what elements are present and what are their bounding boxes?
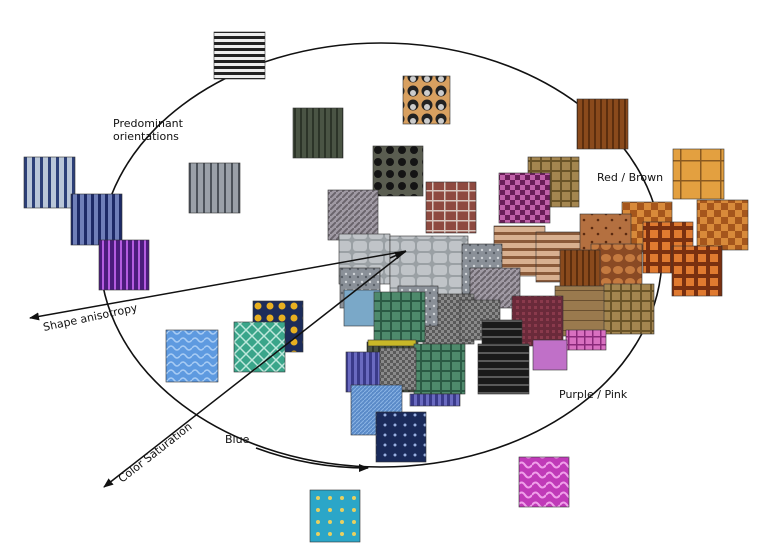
- texture-tile-orange-grid: [671, 245, 723, 297]
- texture-tile-green-check: [373, 291, 426, 343]
- texture-tile-cyan-dots: [309, 489, 361, 543]
- label-color-saturation: Color Saturation: [116, 420, 195, 485]
- texture-tile-orange-basket-2: [696, 199, 749, 251]
- texture-tile-brick: [425, 181, 477, 234]
- texture-tile-dark-green-stripes: [292, 107, 344, 159]
- texture-tile-purple-stripes: [98, 239, 150, 291]
- texture-tile-yellow-strip: [367, 339, 417, 347]
- texture-tile-pink-grid: [565, 329, 607, 351]
- texture-tile-brown-stripes: [576, 98, 629, 150]
- texture-tile-green-stripes: [413, 343, 466, 395]
- texture-tile-magenta-wave: [518, 456, 570, 508]
- texture-tile-blue-water: [165, 329, 219, 383]
- texture-tile-tan-grid: [554, 285, 606, 337]
- shape-anisotropy-arrow: [29, 250, 407, 321]
- texture-tile-circles-pattern: [402, 75, 451, 125]
- texture-tile-brown-stripes-2: [559, 249, 601, 291]
- label-shape-anisotropy: Shape anisotropy: [42, 301, 139, 334]
- texture-tile-navy-stripes: [70, 193, 123, 246]
- color-saturation-arrow: [103, 250, 407, 488]
- texture-tile-pink-knit: [532, 339, 568, 371]
- texture-tile-purple-knit: [409, 393, 461, 407]
- texture-tile-teal-weave: [233, 321, 286, 373]
- label-predominant-orientations-line2: orientations: [113, 130, 179, 143]
- texture-tile-gray-stripes: [188, 162, 241, 214]
- texture-tile-horizontal-stripes: [213, 31, 266, 80]
- texture-tile-gray-knit: [379, 347, 417, 391]
- label-red-brown: Red / Brown: [597, 171, 663, 184]
- texture-tile-pink-weave: [498, 172, 551, 224]
- texture-tile-dark-dots: [372, 145, 424, 197]
- label-blue: Blue: [225, 433, 250, 446]
- ellipse-direction-arrow: [255, 447, 369, 472]
- texture-tile-gold-grid: [672, 148, 725, 200]
- texture-tile-blue-stripes: [23, 156, 76, 209]
- label-purple-pink: Purple / Pink: [559, 388, 628, 401]
- texture-tile-navy-dots: [375, 411, 427, 463]
- label-predominant-orientations-line1: Predominant: [113, 117, 184, 130]
- texture-tile-dark-stripes-2: [477, 343, 530, 395]
- center-arrow-tip: [389, 251, 405, 260]
- texture-tile-rope: [327, 189, 379, 241]
- texture-tile-tan-weave-2: [603, 283, 655, 335]
